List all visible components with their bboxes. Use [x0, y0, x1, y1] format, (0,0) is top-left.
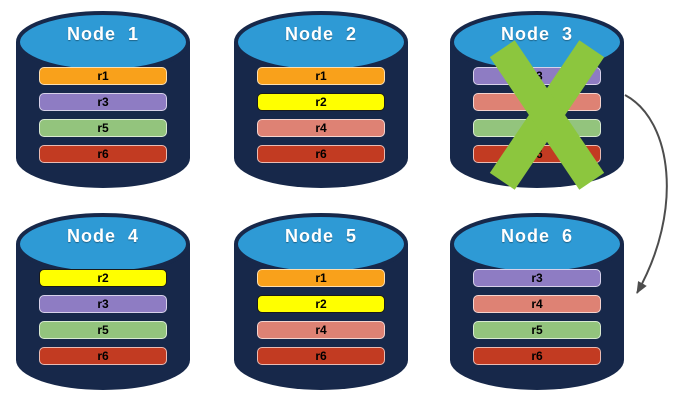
- replica-bar: r1: [39, 67, 167, 85]
- node-title: Node 5: [284, 226, 357, 246]
- replica-bar: r6: [473, 347, 601, 365]
- replica-bar: r2: [39, 269, 167, 287]
- replica-bar: r4: [257, 119, 385, 137]
- replica-bar: r5: [473, 321, 601, 339]
- replica-bar: r3: [39, 295, 167, 313]
- node-1: Node 1 r1 r3 r5 r6: [12, 8, 194, 192]
- replica-bar: r6: [39, 347, 167, 365]
- node-5: Node 5 r1 r2 r4 r6: [230, 210, 412, 394]
- node-title: Node 4: [66, 226, 139, 246]
- replica-bar: r1: [257, 269, 385, 287]
- replica-list: r2 r3 r5 r6: [39, 269, 167, 365]
- replica-bar: r5: [39, 321, 167, 339]
- node-title: Node 1: [66, 24, 139, 44]
- replica-bar: r6: [257, 347, 385, 365]
- replica-list: r1 r3 r5 r6: [39, 67, 167, 163]
- node-4: Node 4 r2 r3 r5 r6: [12, 210, 194, 394]
- replica-bar: r5: [39, 119, 167, 137]
- replica-bar: r2: [257, 93, 385, 111]
- replica-bar: r2: [257, 295, 385, 313]
- replica-bar: r4: [473, 295, 601, 313]
- replica-bar: r3: [39, 93, 167, 111]
- replica-bar: r3: [473, 269, 601, 287]
- replica-list: r1 r2 r4 r6: [257, 67, 385, 163]
- replica-bar: r4: [257, 321, 385, 339]
- replica-list: r1 r2 r4 r6: [257, 269, 385, 365]
- replica-bar: r6: [39, 145, 167, 163]
- replica-bar: r6: [257, 145, 385, 163]
- replica-bar: r1: [257, 67, 385, 85]
- replica-list: r3 r4 r5 r6: [473, 269, 601, 365]
- node-title: Node 6: [500, 226, 573, 246]
- node-title: Node 3: [500, 24, 573, 44]
- node-6: Node 6 r3 r4 r5 r6: [446, 210, 628, 394]
- node-title: Node 2: [284, 24, 357, 44]
- node-2: Node 2 r1 r2 r4 r6: [230, 8, 412, 192]
- failure-x-icon: [489, 40, 605, 190]
